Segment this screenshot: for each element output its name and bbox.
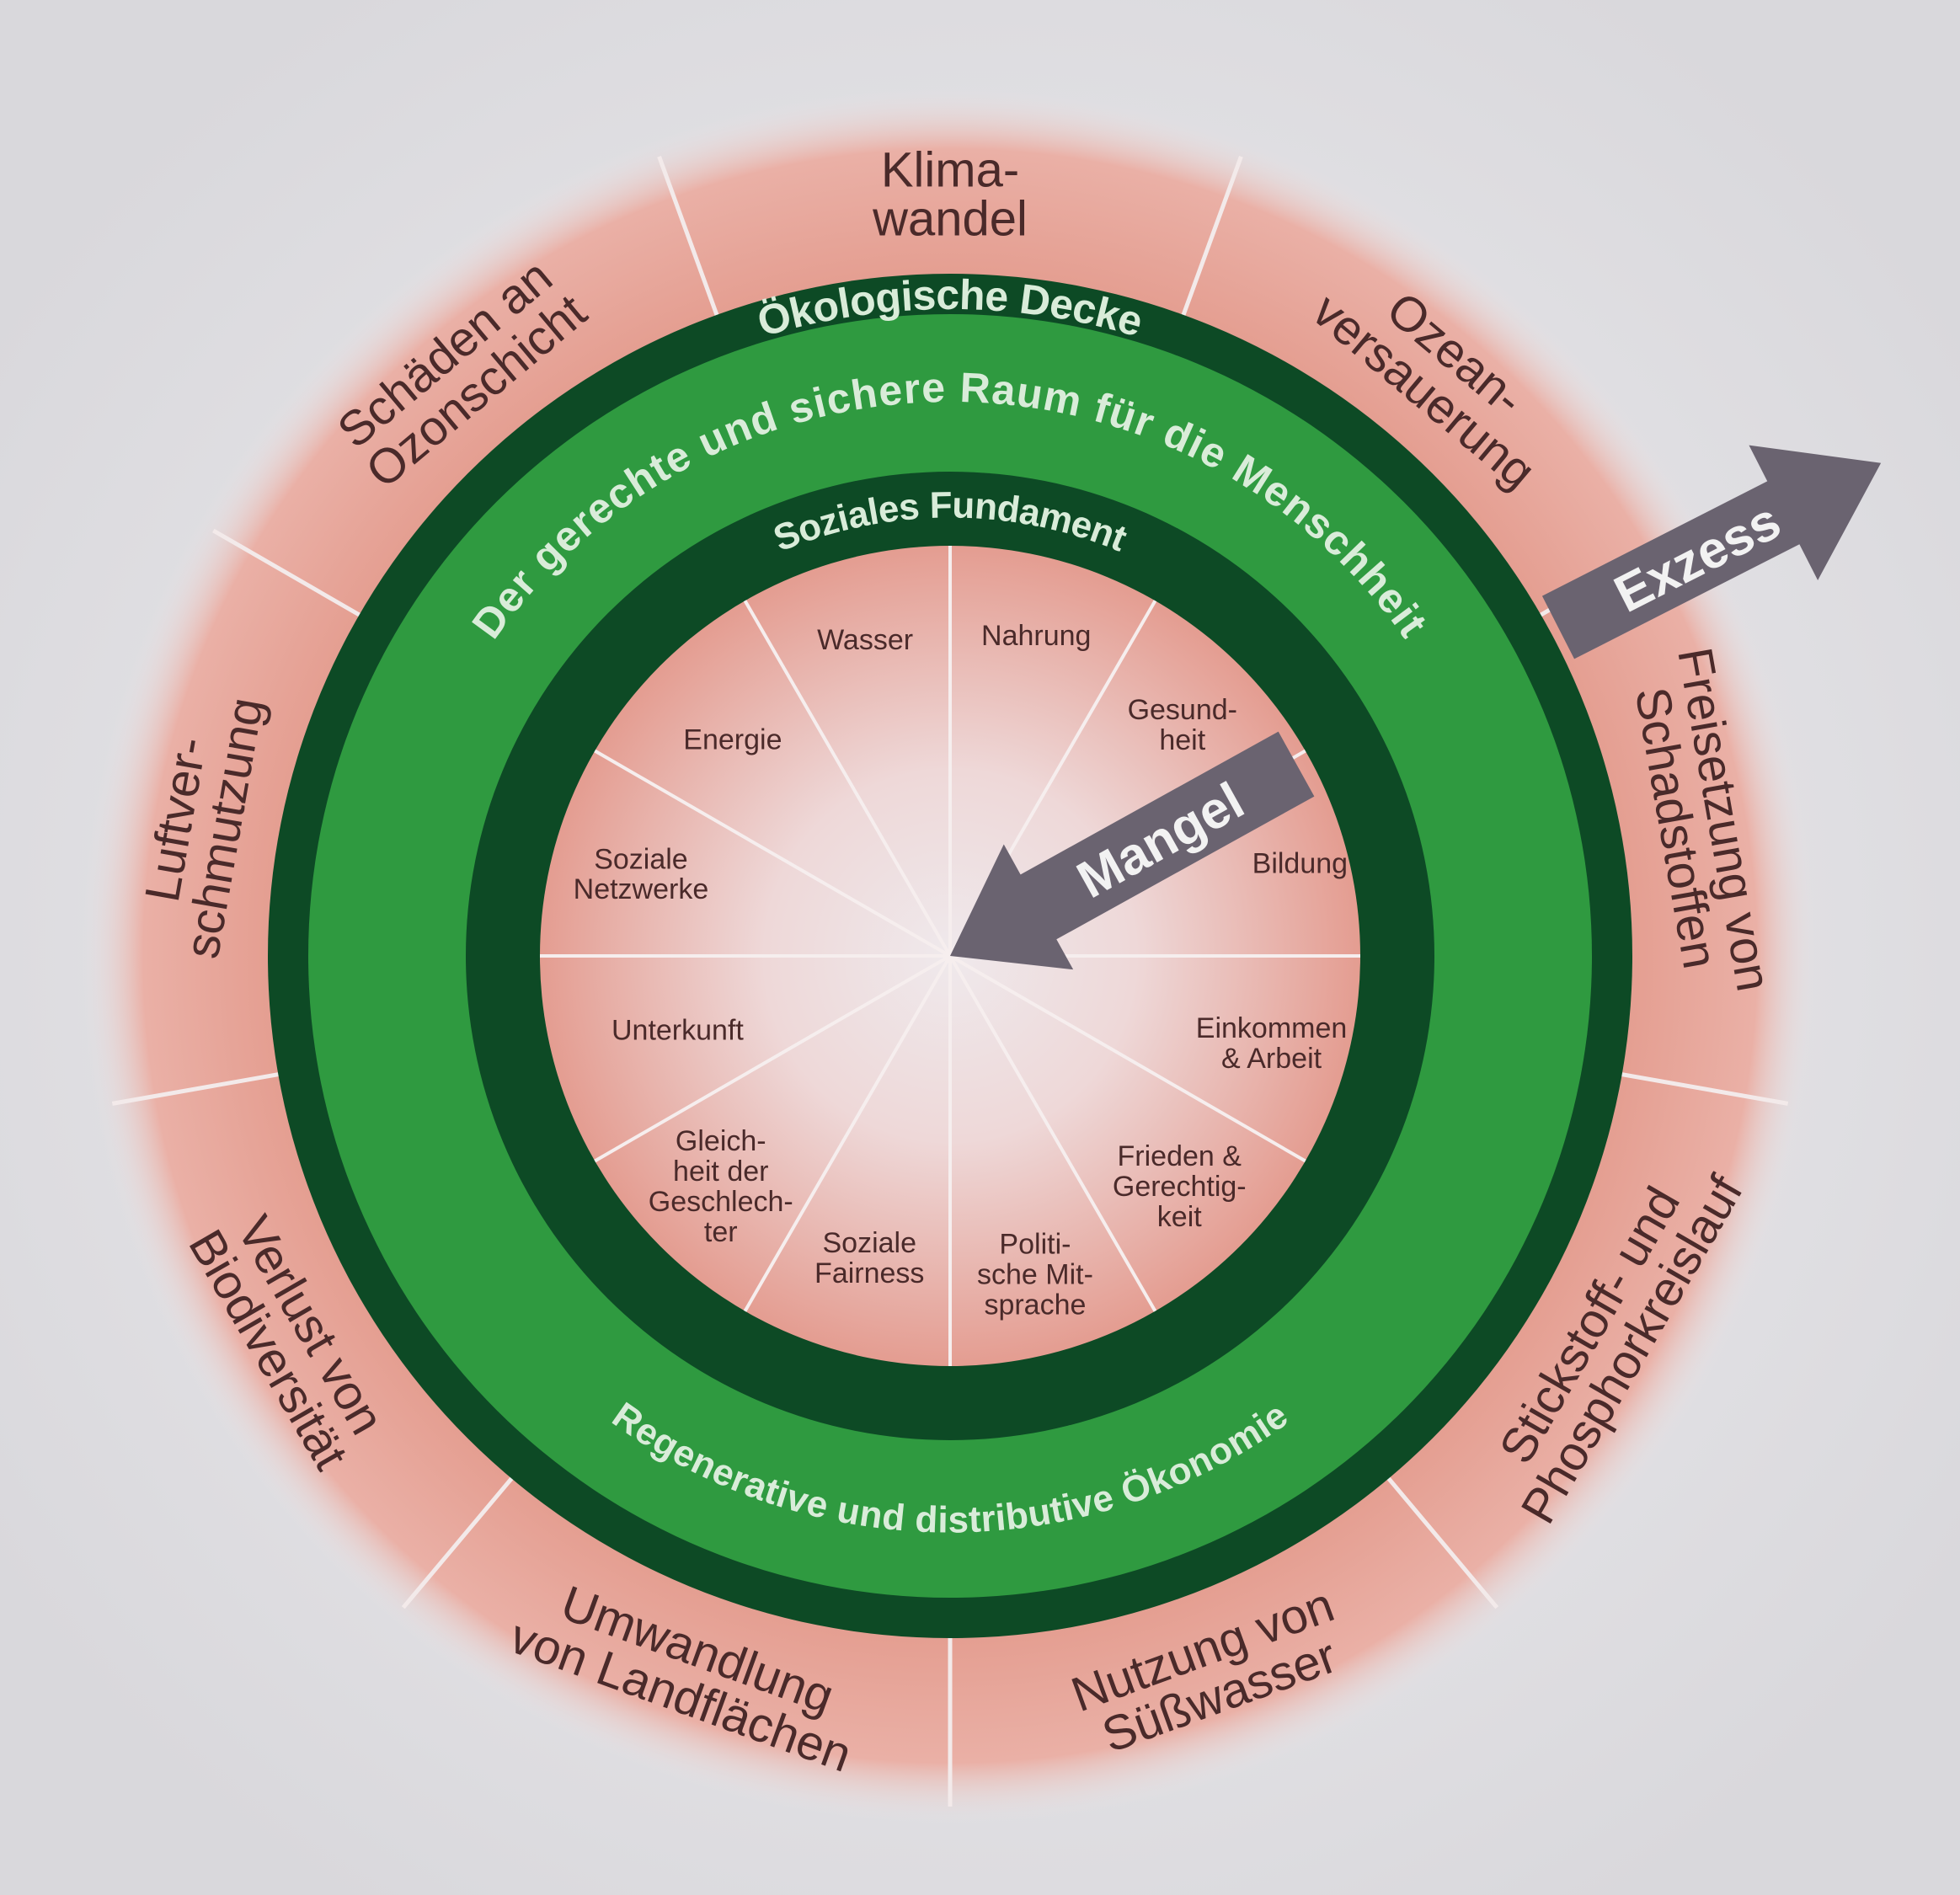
social-divider	[949, 954, 1306, 1163]
social-foundation-label-line: Frieden &	[1118, 1140, 1242, 1172]
social-foundation-label: Nahrung	[981, 620, 1091, 652]
social-divider	[743, 955, 952, 1312]
social-foundation-label: Gesund-heit	[1128, 694, 1237, 756]
boundary-divider	[401, 1471, 519, 1609]
boundary-divider	[1613, 1070, 1789, 1106]
boundary-divider	[1381, 1471, 1499, 1609]
social-foundation-label-line: Einkommen	[1196, 1012, 1348, 1044]
social-foundation-label-line: Unterkunft	[611, 1014, 744, 1046]
social-foundation-label-line: Gleich-	[676, 1125, 766, 1157]
social-foundation-label-line: keit	[1157, 1201, 1202, 1233]
social-foundation-label-line: heit	[1159, 724, 1205, 756]
social-foundation-label-line: sche Mit-	[977, 1258, 1093, 1290]
boundary-divider	[212, 528, 368, 622]
social-foundation-label-line: ter	[704, 1216, 738, 1248]
social-foundation-label-line: & Arbeit	[1221, 1043, 1322, 1075]
social-divider	[594, 954, 951, 1163]
social-divider	[948, 955, 1157, 1312]
boundary-divider	[111, 1070, 287, 1106]
social-foundation-label-line: Politi-	[999, 1228, 1071, 1260]
social-foundation-label-line: Energie	[683, 724, 782, 756]
overshoot-arrow-shape	[1541, 445, 1882, 659]
boundary-divider	[1178, 156, 1243, 324]
social-foundation-label-line: Netzwerke	[574, 873, 709, 905]
social-foundation-label-line: Gesund-	[1128, 694, 1237, 726]
social-foundation-label: Einkommen& Arbeit	[1196, 1012, 1348, 1075]
social-foundation-label: Unterkunft	[611, 1014, 744, 1046]
social-foundation-label-line: Wasser	[817, 624, 913, 656]
social-foundation-label-line: heit der	[673, 1156, 768, 1188]
ecological-boundary-label: Klima-wandel	[872, 142, 1028, 246]
social-foundation-label: Frieden &Gerechtig-keit	[1113, 1140, 1247, 1233]
social-foundation-label-line: Geschlech-	[649, 1186, 793, 1218]
social-foundation-label-line: Soziale	[594, 843, 688, 875]
shortfall-arrow-shape	[950, 731, 1315, 970]
social-divider	[743, 600, 952, 957]
social-foundation-label-line: Soziale	[822, 1227, 916, 1259]
social-foundation-label: Bildung	[1252, 847, 1348, 879]
social-foundation-label-line: Nahrung	[981, 620, 1091, 652]
social-foundation-label-line: sprache	[984, 1289, 1086, 1321]
social-divider	[594, 749, 951, 958]
ecological-boundary-label-line: Klima-	[881, 142, 1019, 197]
social-foundation-label-line: Bildung	[1252, 847, 1348, 879]
social-foundation-label-line: Fairness	[814, 1257, 924, 1289]
social-foundation-label-line: Gerechtig-	[1113, 1171, 1247, 1203]
ecological-boundary-label-line: wandel	[872, 191, 1028, 246]
boundary-dividers	[111, 156, 1789, 1807]
social-foundation-label: Wasser	[817, 624, 913, 656]
boundary-divider	[657, 156, 722, 324]
social-foundation-label: Energie	[683, 724, 782, 756]
social-foundation-label: Politi-sche Mit-sprache	[977, 1228, 1093, 1321]
